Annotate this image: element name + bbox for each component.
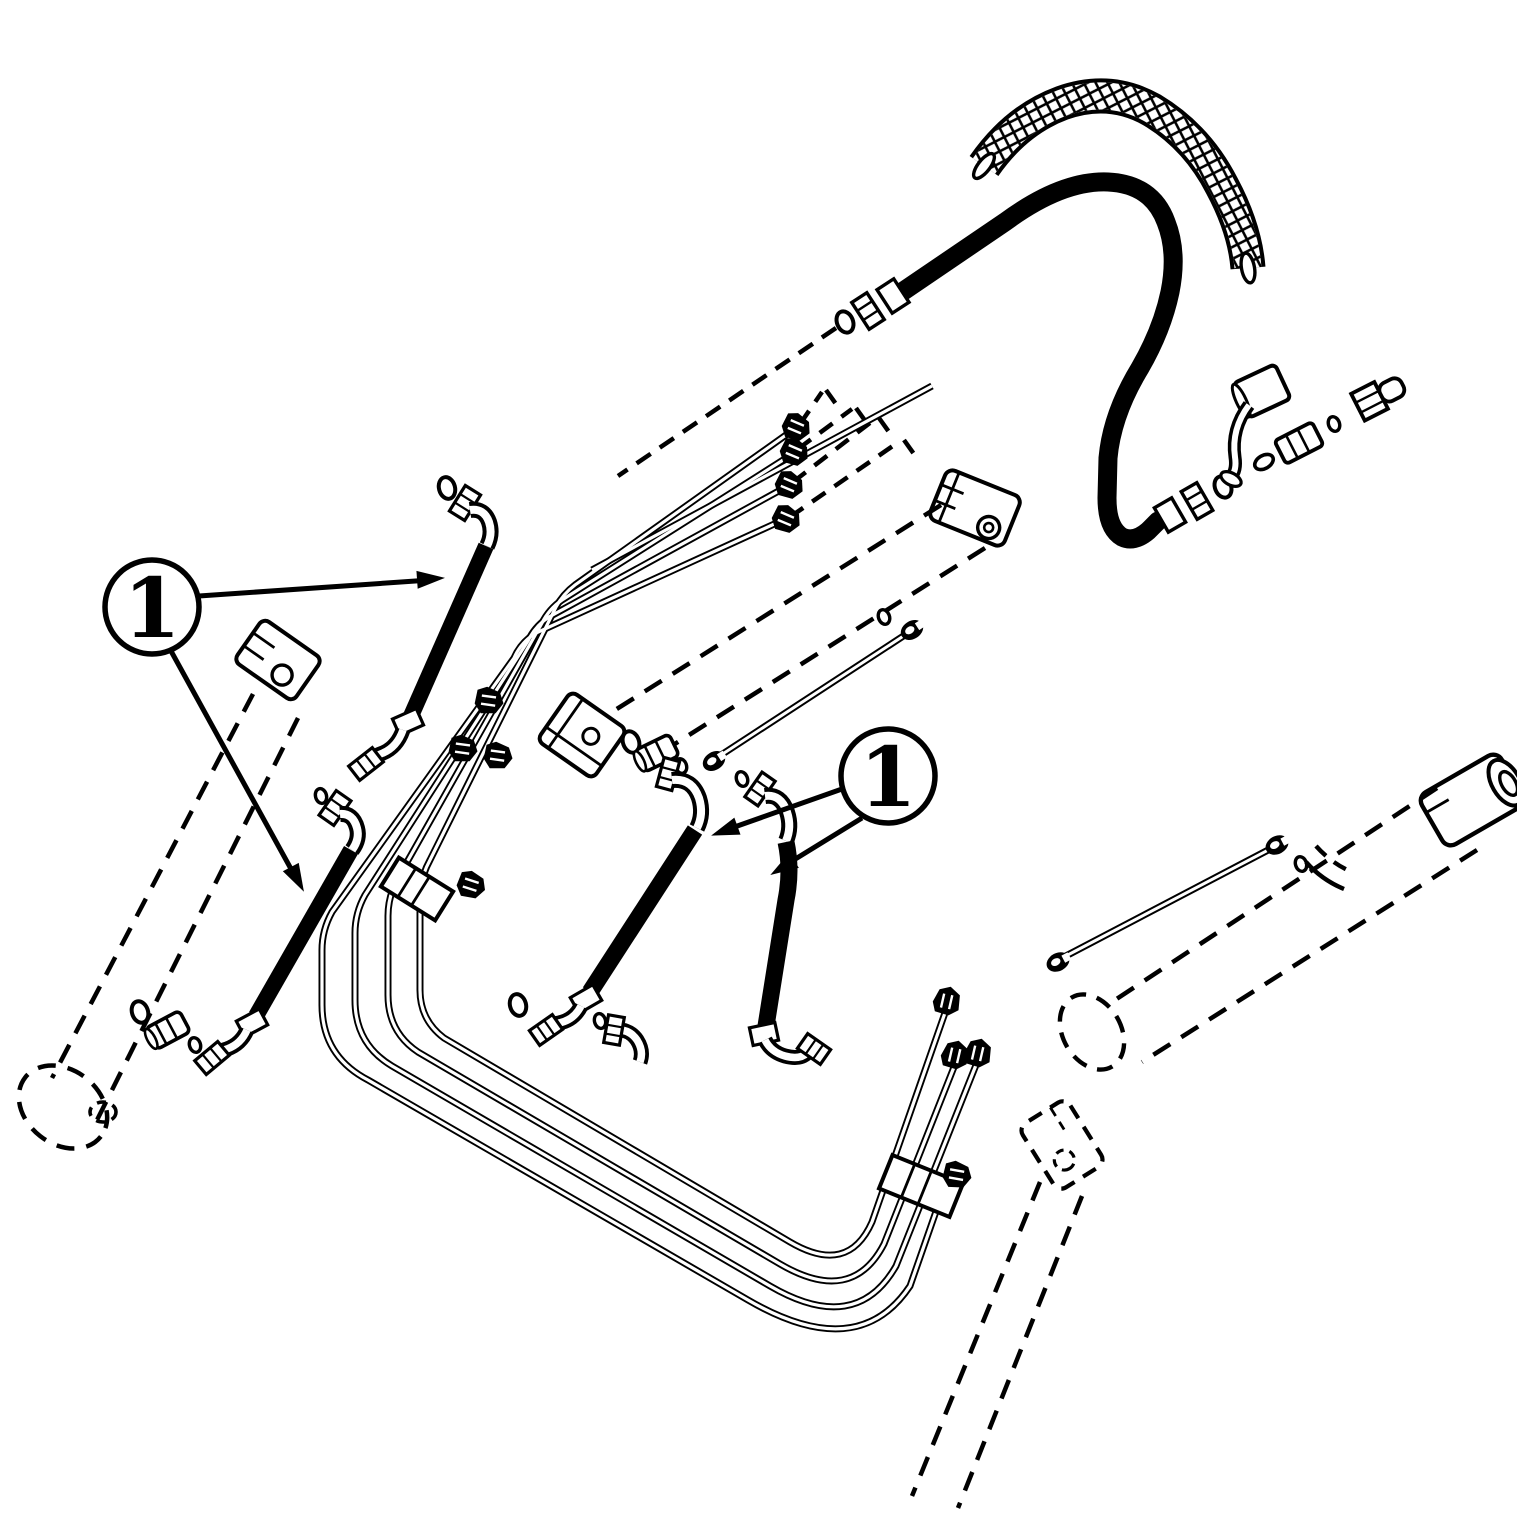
sleeve-end-left	[971, 151, 997, 181]
washer	[1252, 452, 1276, 472]
main-curved-hose	[616, 172, 1237, 549]
cap-phantom	[1057, 992, 1127, 1072]
lower-left-hose	[126, 785, 366, 1077]
cylinder-cap-phantom	[16, 1063, 110, 1151]
o-ring	[434, 473, 460, 503]
tube-clamp	[378, 854, 456, 924]
cap-port-phantom	[88, 1100, 118, 1124]
hose-ferrule	[1152, 495, 1188, 535]
fitting-row-right	[1219, 363, 1407, 488]
hose-ferrule	[390, 706, 426, 738]
grease-line-rod-left	[699, 606, 928, 790]
tube-clamp	[876, 1152, 966, 1220]
gland-line	[1304, 860, 1345, 892]
cylinder-phantom-left	[16, 618, 322, 1151]
arrowhead	[708, 817, 741, 845]
o-ring	[831, 306, 859, 338]
arrowhead	[416, 568, 446, 589]
hose-end-nut	[1178, 480, 1216, 522]
clamp-nut	[450, 865, 492, 906]
rod-clevis	[234, 618, 322, 702]
callout-circle	[102, 557, 202, 657]
o-ring	[126, 997, 154, 1027]
callout-left: 1	[102, 557, 446, 896]
callout-circle	[838, 726, 938, 826]
spout-foot	[1219, 470, 1243, 488]
hose-body	[249, 846, 358, 1020]
cylinder-phantom-right	[1057, 752, 1517, 1072]
elbow-nut	[527, 1012, 565, 1048]
cylinder-phantom-center	[537, 468, 1022, 779]
o-ring	[505, 990, 531, 1020]
callout-leader	[725, 786, 843, 833]
tube-nut	[959, 1033, 999, 1074]
o-ring	[185, 1034, 205, 1056]
callout-leader	[168, 649, 299, 880]
o-ring	[1324, 413, 1344, 435]
hex-coupler	[1273, 421, 1325, 465]
center-hose-b	[742, 769, 833, 1067]
barrel-clevis	[1418, 752, 1517, 848]
braided-sleeve	[969, 78, 1266, 285]
loose-elbow-fitting	[591, 1010, 649, 1065]
tube-nut	[764, 499, 807, 541]
arrowhead	[282, 862, 312, 896]
cylinder-rod-clevis-phantom-bottom	[909, 1099, 1105, 1509]
hose-ferrule	[874, 276, 912, 316]
o-ring	[732, 768, 752, 790]
upper-left-hose	[346, 473, 499, 783]
tube-bundle	[318, 382, 999, 1333]
grease-line-rod-right	[1043, 830, 1311, 976]
leader-dash-lines	[788, 388, 921, 519]
callout-leader	[782, 815, 864, 869]
center-hose-a	[505, 755, 710, 1048]
assembly-dash-line	[616, 326, 838, 478]
elbow-nut	[795, 1031, 833, 1067]
rod-clevis	[928, 468, 1022, 548]
elbow-nut	[601, 1012, 627, 1048]
callout-number: 1	[859, 730, 916, 826]
sleeve-end-right	[1239, 251, 1257, 285]
tube-nut	[928, 981, 968, 1022]
hose-body	[403, 542, 494, 720]
cylinder-cap	[537, 691, 627, 779]
hose-body	[582, 825, 703, 997]
rod-clevis-phantom	[1019, 1099, 1105, 1191]
callout-number: 1	[123, 561, 180, 657]
hose-end-nut	[849, 290, 887, 332]
hose-body	[757, 840, 798, 1028]
plug-fitting	[1348, 376, 1407, 424]
o-ring	[312, 785, 330, 807]
callout-leader	[198, 577, 431, 599]
callout-middle: 1	[708, 726, 938, 883]
elbow-nut	[192, 1039, 232, 1077]
elbow-nut	[346, 745, 386, 783]
